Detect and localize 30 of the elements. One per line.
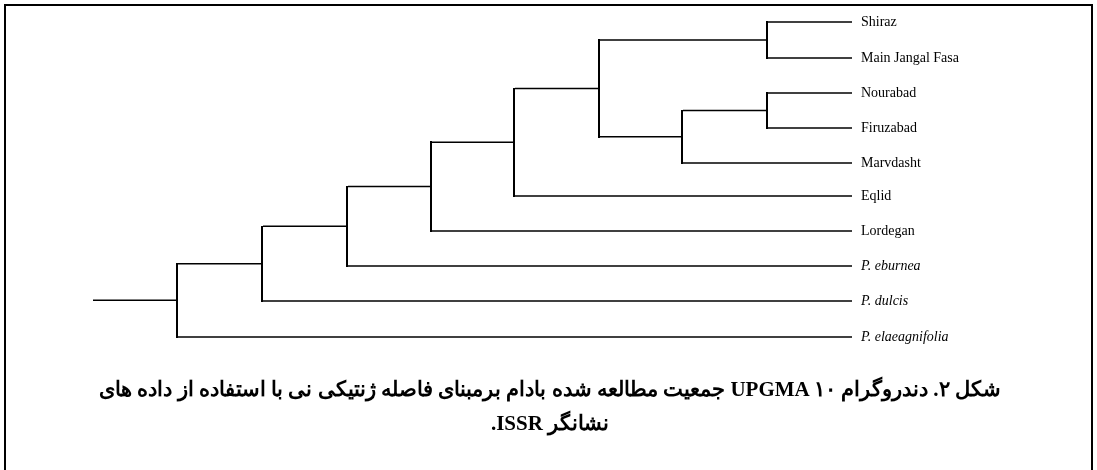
taxon-label: P. eburnea <box>861 257 921 275</box>
tree-branch <box>431 141 514 143</box>
tree-branch <box>347 185 431 188</box>
tree-branch <box>767 127 853 129</box>
taxon-label: Main Jangal Fasa <box>861 49 959 67</box>
taxon-label: P. dulcis <box>861 292 909 310</box>
tree-branch <box>347 265 853 267</box>
tree-branch <box>262 300 853 302</box>
tree-branch <box>262 225 347 228</box>
tree-branch <box>599 39 767 41</box>
tree-branch <box>92 299 178 302</box>
tree-branch <box>599 136 682 138</box>
taxon-label: P. elaeagnifolia <box>861 328 949 346</box>
tree-branch <box>767 57 853 59</box>
taxon-label: Marvdasht <box>861 154 921 172</box>
tree-branch <box>514 195 853 197</box>
taxon-label: Nourabad <box>861 84 917 102</box>
tree-branch <box>767 92 853 94</box>
tree-branch <box>431 230 853 232</box>
taxon-label: Firuzabad <box>861 119 917 137</box>
tree-branch <box>177 336 853 338</box>
tree-branch <box>682 109 767 112</box>
taxon-label: Eqlid <box>861 187 892 205</box>
tree-branch <box>514 87 599 90</box>
figure-caption: شکل ۲. دندروگرام UPGMA ۱۰ جمعیت مطالعه شده بادام برمبنای فاصله ژنتیکی نی با استفاده از داده های نشانگر ISSR. <box>98 375 1002 438</box>
tree-branch <box>177 262 262 265</box>
taxon-label: Shiraz <box>861 13 897 31</box>
tree-branch <box>767 21 853 23</box>
taxon-label: Lordegan <box>861 222 915 240</box>
tree-branch <box>682 162 853 164</box>
